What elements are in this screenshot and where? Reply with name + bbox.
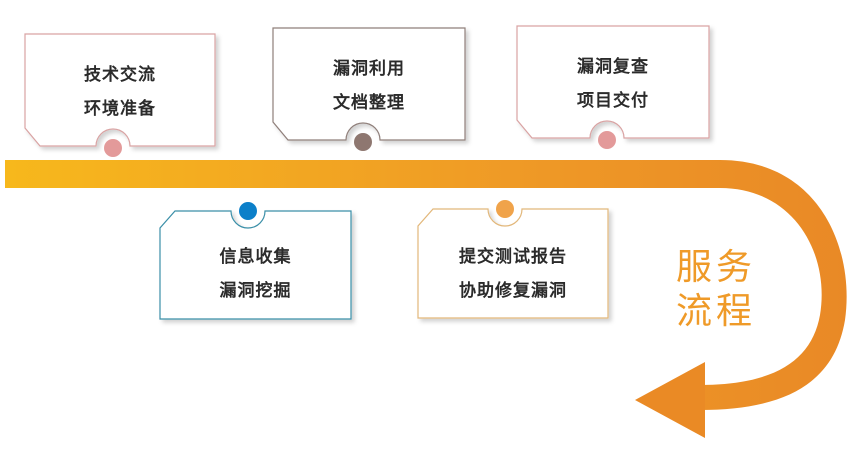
step-5-line2: 项目交付 — [577, 91, 649, 111]
step-dot-4 — [496, 200, 514, 218]
step-card-1 — [24, 33, 216, 147]
step-3-line2: 文档整理 — [333, 93, 405, 113]
step-dot-3 — [354, 133, 372, 151]
step-2-line1: 信息收集 — [219, 247, 292, 267]
step-label-2: 信息收集 漏洞挖掘 — [160, 240, 351, 308]
title-line1: 服务 — [676, 247, 757, 288]
step-card-3 — [272, 27, 466, 141]
step-card-4 — [417, 208, 609, 319]
flow-arrow-head — [635, 362, 705, 438]
step-label-4: 提交测试报告 协助修复漏洞 — [418, 240, 608, 308]
diagram-title: 服务 流程 — [676, 246, 786, 334]
step-dot-2 — [239, 202, 257, 220]
step-2-line2: 漏洞挖掘 — [219, 281, 292, 301]
step-1-line2: 环境准备 — [84, 99, 156, 119]
step-card-5 — [516, 25, 710, 139]
step-1-line1: 技术交流 — [84, 65, 156, 85]
step-dot-1 — [104, 139, 122, 157]
step-4-line2: 协助修复漏洞 — [459, 281, 567, 301]
step-4-line1: 提交测试报告 — [459, 247, 567, 267]
flow-arrow — [5, 160, 847, 410]
step-3-line1: 漏洞利用 — [333, 59, 405, 79]
step-label-5: 漏洞复查 项目交付 — [517, 50, 709, 118]
step-dot-5 — [598, 131, 616, 149]
step-label-3: 漏洞利用 文档整理 — [273, 52, 465, 120]
step-5-line1: 漏洞复查 — [577, 57, 649, 77]
step-card-2 — [159, 210, 352, 320]
title-line2: 流程 — [676, 291, 757, 332]
step-label-1: 技术交流 环境准备 — [25, 58, 215, 126]
